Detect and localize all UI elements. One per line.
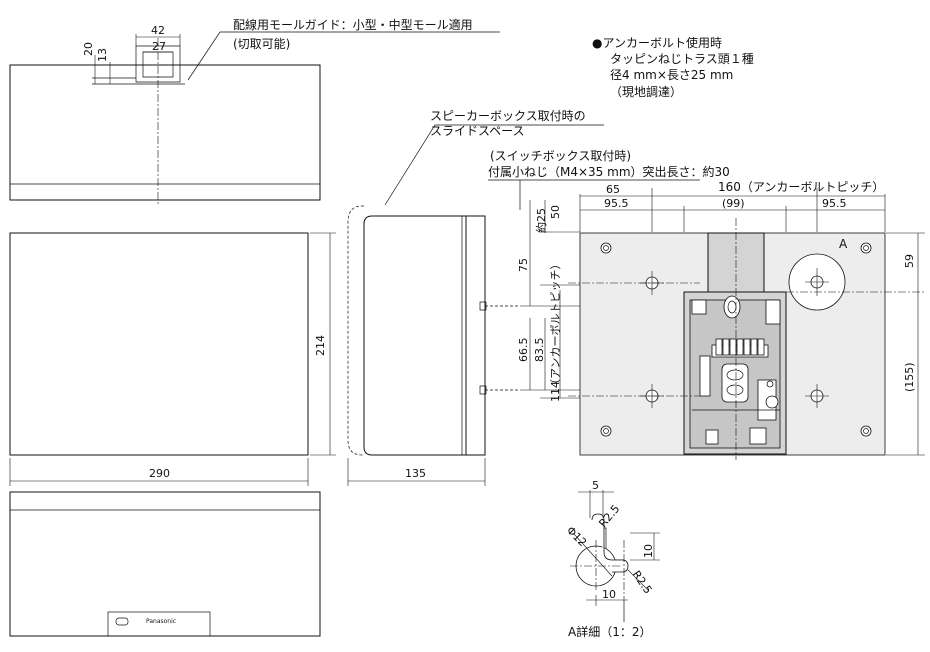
corner-screw-holes — [600, 242, 872, 437]
note-anchor-l3: 径4 mm×長さ25 mm — [610, 68, 733, 82]
dim-95-5-right: 95.5 — [822, 197, 847, 210]
note-switch-l2: 付属小ねじ（M4×35 mm）突出長さ：約30 — [488, 164, 730, 179]
note-slide-l1: スピーカーボックス取付時の — [430, 109, 586, 123]
pitch-vertical: （アンカーボルトピッチ） — [549, 258, 562, 390]
dim-50: 50 — [549, 205, 562, 219]
dim-290: 290 — [149, 467, 170, 480]
anchor-bolt-note: ●アンカーボルト使用時 タッピンねじトラス頭１種 径4 mm×長さ25 mm （… — [592, 35, 754, 99]
rear-plate-view: 65 160（アンカーボルトピッチ） 95.5 (99) 95.5 — [568, 180, 925, 460]
note-anchor-l2: タッピンねじトラス頭１種 — [610, 52, 754, 66]
dim-135: 135 — [405, 467, 426, 480]
note-anchor-l4: （現地調達） — [610, 85, 682, 99]
note-mall-guide-sub: (切取可能) — [233, 37, 290, 51]
detail-label: A詳細（1：2） — [568, 624, 651, 639]
brand-logo: Panasonic — [146, 618, 176, 625]
detail-dim-10-h: 10 — [602, 588, 616, 601]
dim-13: 13 — [96, 48, 109, 62]
dim-65: 65 — [606, 183, 620, 196]
unit-body — [683, 232, 787, 455]
dim-25: 約25 — [534, 208, 548, 233]
dim-114: 114 — [549, 381, 562, 402]
note-anchor-l1: ●アンカーボルト使用時 — [592, 35, 722, 50]
top-view: 42 27 20 13 配線用モールガイド：小型・中型モール適用 (切取可能) — [9, 17, 500, 205]
dim-pitch: 160（アンカーボルトピッチ） — [718, 180, 884, 194]
dim-66-5: 66.5 — [517, 338, 530, 363]
detail-a: 5 R2.5 Φ12 10 R2.5 10 A詳細（1：2） — [564, 479, 660, 639]
dim-59: 59 — [903, 254, 916, 268]
dim-99: (99) — [722, 197, 745, 210]
dim-27: 27 — [152, 40, 166, 53]
detail-dim-r25-a: R2.5 — [596, 502, 622, 530]
detail-dim-10-v: 10 — [642, 544, 655, 558]
dim-214: 214 — [314, 335, 327, 356]
dim-155: (155) — [903, 362, 916, 392]
bottom-view: Panasonic — [9, 491, 321, 637]
dim-83-5: 83.5 — [533, 338, 546, 363]
detail-dim-5: 5 — [592, 479, 599, 492]
dim-75: 75 — [517, 258, 530, 272]
label-a: A — [839, 237, 848, 251]
detail-dim-phi12: Φ12 — [564, 524, 589, 549]
switch-box-note: (スイッチボックス取付時) 付属小ねじ（M4×35 mm）突出長さ：約30 — [488, 149, 730, 210]
detail-dim-r25-b: R2.5 — [630, 568, 655, 596]
dim-95-5-left: 95.5 — [604, 197, 629, 210]
front-view: 214 290 — [9, 232, 336, 486]
note-switch-l1: (スイッチボックス取付時) — [490, 149, 631, 163]
note-slide-l2: スライドスペース — [430, 124, 525, 138]
side-view: スピーカーボックス取付時の スライドスペース 135 50 約25 75 66.… — [347, 109, 604, 486]
dip-switches — [715, 338, 765, 356]
dim-20: 20 — [82, 42, 95, 56]
dim-42: 42 — [151, 24, 165, 37]
note-mall-guide: 配線用モールガイド：小型・中型モール適用 — [233, 17, 473, 32]
